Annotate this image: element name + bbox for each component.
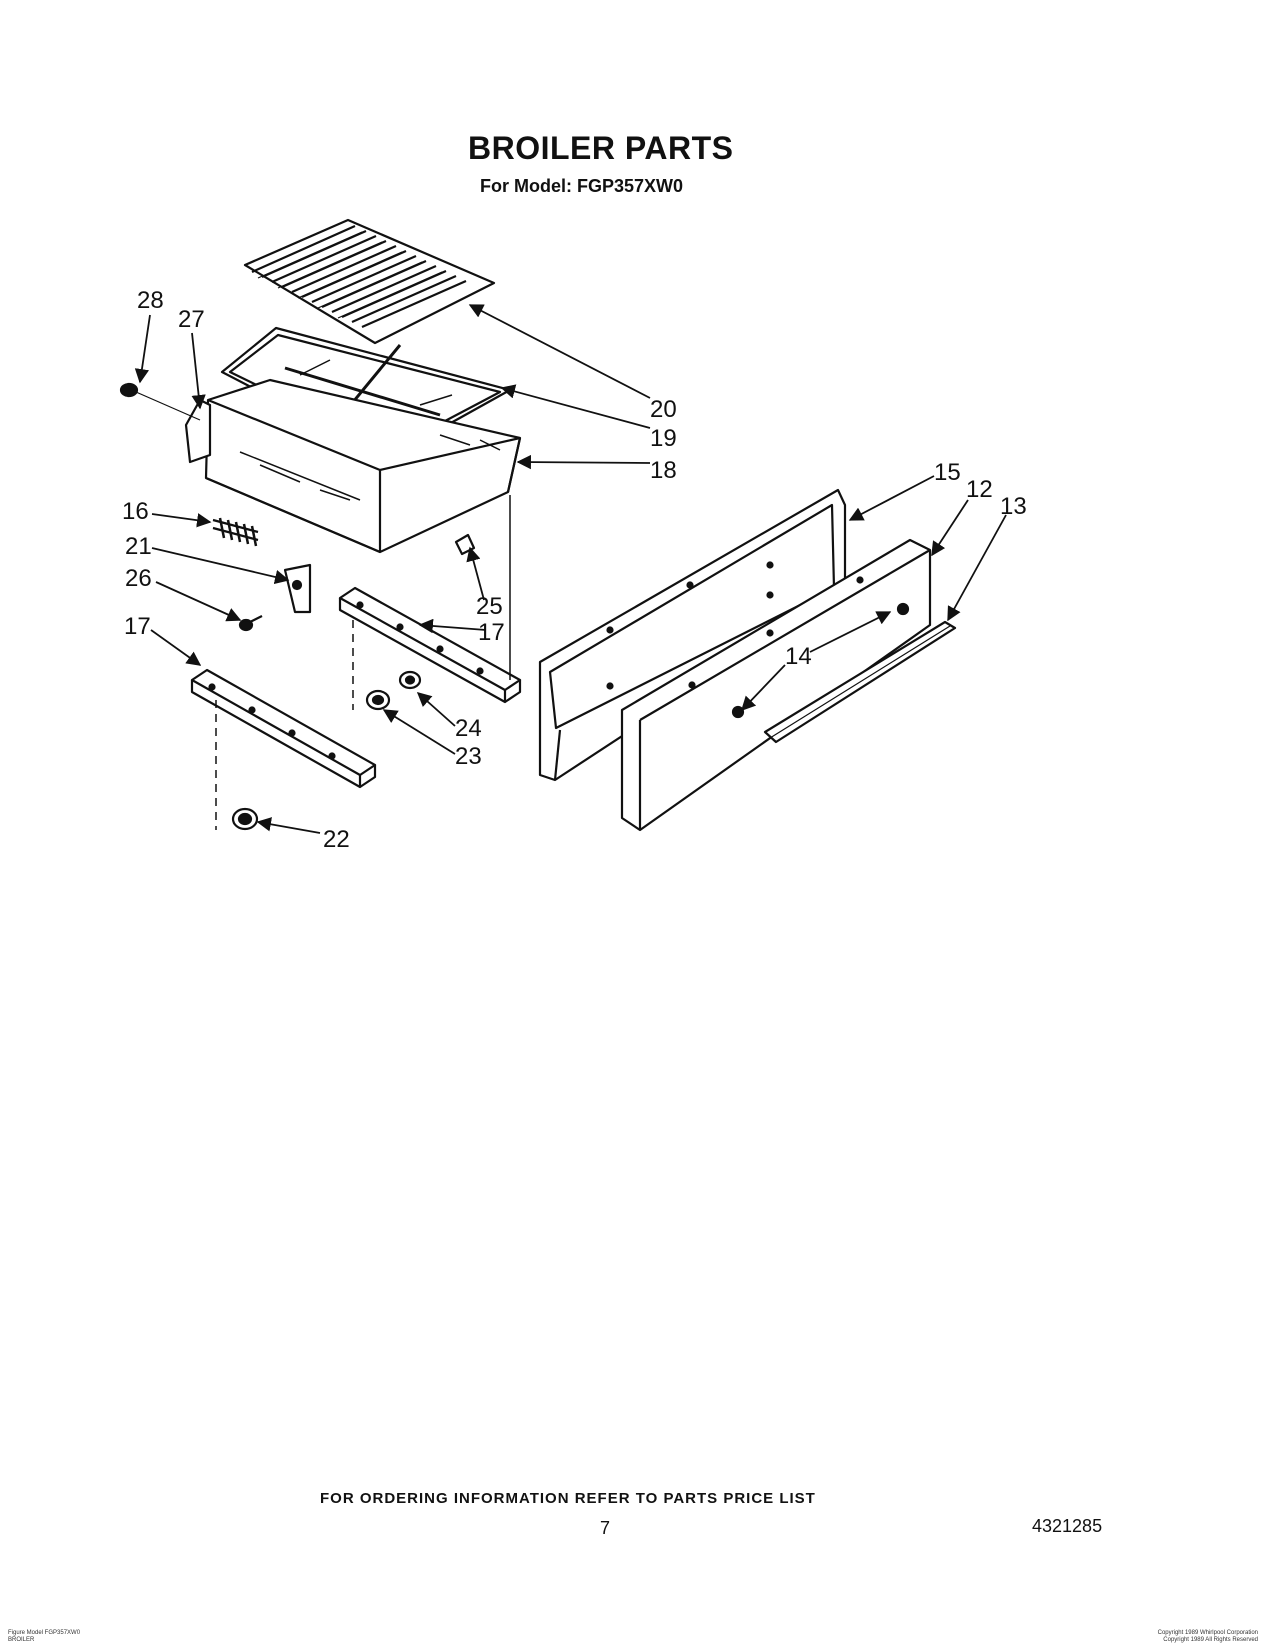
broiler-drawer-part (204, 378, 522, 554)
page-number: 7 (600, 1518, 611, 1538)
callout-label: 28 (137, 287, 164, 314)
screw-part (119, 382, 201, 421)
callout-label: 27 (178, 306, 205, 333)
callout-label: 19 (650, 425, 677, 452)
callout-label: 13 (1000, 493, 1027, 520)
fine-print-line: Figure Model FGP357XW0 (8, 1630, 81, 1636)
callout-label: 21 (125, 533, 152, 560)
fine-print-line: BROILER (8, 1637, 35, 1643)
drawer-front-panel-part (620, 538, 932, 832)
callout-label: 26 (125, 565, 152, 592)
roller-22-part (231, 807, 259, 831)
callout-label: 17 (124, 613, 151, 640)
document-number: 4321285 (1032, 1516, 1103, 1536)
roller-24-part (398, 670, 422, 690)
callout-label: 12 (966, 476, 993, 503)
callout-label: 15 (934, 459, 961, 486)
bracket-part (184, 398, 212, 464)
broiler-grid-part (243, 218, 496, 345)
callout-label: 22 (323, 826, 350, 853)
drawer-handle-part (763, 620, 957, 744)
callout-label: 23 (455, 743, 482, 770)
slide-rail-lower-part (190, 668, 377, 830)
fine-print-right: Copyright 1989 Whirlpool Corporation Cop… (1158, 1630, 1258, 1644)
callout-label: 18 (650, 457, 677, 484)
spacer-14-part (731, 602, 910, 719)
clip-part (283, 563, 312, 614)
ordering-info: FOR ORDERING INFORMATION REFER TO PARTS … (320, 1490, 816, 1507)
callout-label: 20 (650, 396, 677, 423)
callout-label: 14 (785, 643, 812, 670)
fine-print-line: Copyright 1989 Whirlpool Corporation (1157, 1630, 1258, 1636)
callout-label: 16 (122, 498, 149, 525)
model-subtitle: For Model: FGP357XW0 (480, 176, 684, 196)
slide-rail-upper-part (338, 495, 522, 710)
leader-lines (134, 304, 1007, 834)
callout-labels: 28 27 20 19 18 16 21 26 15 12 13 25 17 1… (122, 287, 1027, 853)
page-title: BROILER PARTS (468, 130, 734, 166)
fine-print-left: Figure Model FGP357XW0 BROILER (8, 1630, 80, 1644)
spring-part (212, 517, 259, 547)
roller-23-part (365, 689, 391, 711)
fine-print-line: Copyright 1989 All Rights Reserved (1163, 1637, 1258, 1643)
callout-label: 17 (478, 619, 505, 646)
callout-label: 25 (476, 593, 503, 620)
callout-label: 24 (455, 715, 482, 742)
screw-26-part (238, 615, 263, 632)
